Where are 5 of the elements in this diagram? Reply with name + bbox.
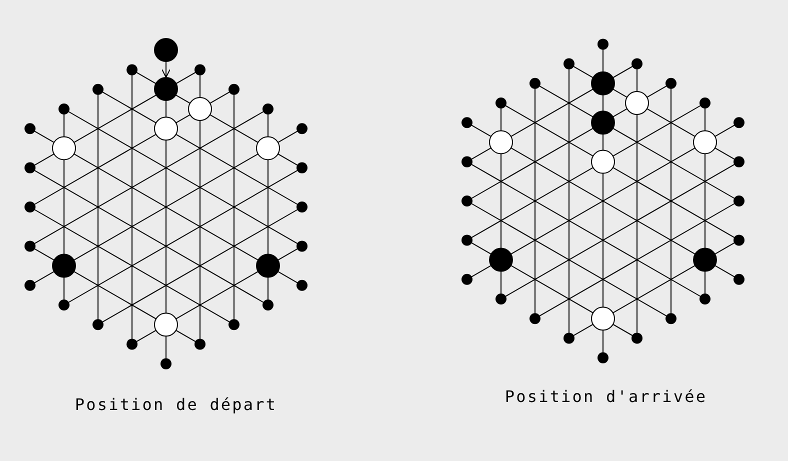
board-caption: Position de départ (74, 395, 278, 414)
game-piece (154, 77, 178, 102)
game-piece (154, 38, 178, 62)
arrow (162, 62, 170, 78)
board-caption: Position d'arrivée (504, 387, 708, 406)
